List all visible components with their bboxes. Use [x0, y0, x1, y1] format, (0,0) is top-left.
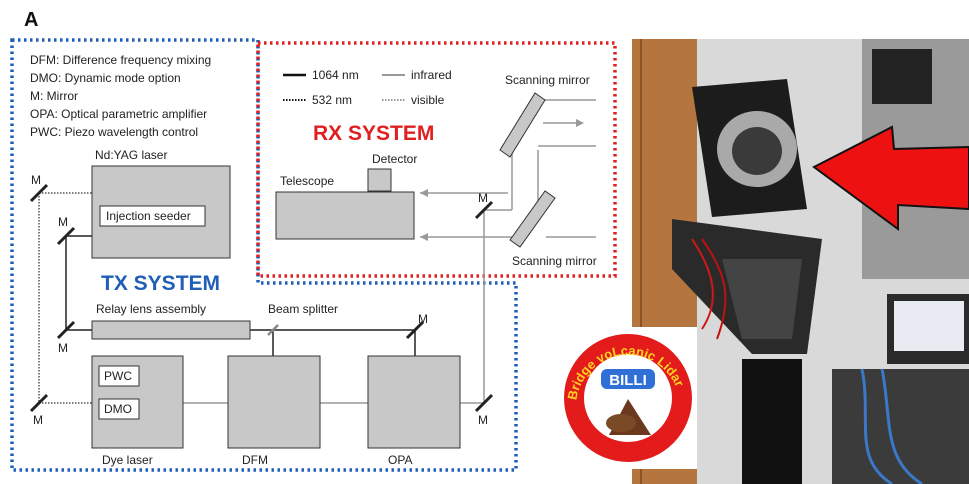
dmo-label: DMO: [104, 402, 132, 416]
injection-seeder-label: Injection seeder: [106, 209, 191, 223]
mirror-4-label: M: [33, 413, 43, 427]
arrowhead-out: [576, 119, 584, 127]
logo-creature: [606, 414, 636, 432]
opa-label: OPA: [388, 453, 412, 467]
mirror-6-label: M: [478, 413, 488, 427]
dfm-box: [228, 356, 320, 448]
legend-dfm: DFM: Difference frequency mixing: [30, 53, 211, 67]
scanning-mirror-bottom-label: Scanning mirror: [512, 254, 597, 268]
telescope-label: Telescope: [280, 174, 334, 188]
billi-logo: Bridge voLcanic Lidar BILLI: [559, 327, 697, 469]
scanning-mirror-top-label: Scanning mirror: [505, 73, 590, 87]
scanner-mirror-inner: [732, 127, 782, 175]
pwc-label: PWC: [104, 369, 132, 383]
opa-box: [368, 356, 460, 448]
dfm-label: DFM: [242, 453, 268, 467]
panel-a-label: A: [24, 9, 38, 31]
dye-laser-label: Dye laser: [102, 453, 153, 467]
mirror-1: [31, 185, 47, 201]
bench: [832, 369, 969, 484]
mirror-3-label: M: [58, 341, 68, 355]
rack-monitor: [872, 49, 932, 104]
dye-laser: PWC DMO Dye laser: [92, 356, 183, 467]
laptop-screen: [894, 301, 964, 351]
relay-label: Relay lens assembly: [96, 302, 206, 316]
scanning-mirror-bottom: [510, 191, 555, 247]
mirror-2-label: M: [58, 215, 68, 229]
rx-system-title: RX SYSTEM: [313, 122, 434, 145]
legend-pwc: PWC: Piezo wavelength control: [30, 125, 198, 139]
telescope-box: [276, 192, 414, 239]
detector: Detector: [368, 152, 417, 191]
opa-block: OPA: [368, 356, 460, 467]
legend-opa: OPA: Optical parametric amplifier: [30, 107, 207, 121]
key-label-532: 532 nm: [312, 93, 352, 107]
logo-acronym: BILLI: [609, 372, 647, 389]
key-label-infrared: infrared: [411, 68, 452, 82]
nd-yag-laser: Nd:YAG laser Injection seeder: [92, 148, 230, 258]
mirror-7-label: M: [478, 191, 488, 205]
arrowhead-return-bottom: [420, 233, 428, 241]
beam-splitter-label: Beam splitter: [268, 302, 338, 316]
legend-m: M: Mirror: [30, 89, 78, 103]
key-label-visible: visible: [411, 93, 445, 107]
detector-box: [368, 169, 391, 191]
support-stand: [742, 359, 802, 484]
relay-lens-assembly: Relay lens assembly: [92, 302, 250, 339]
key-label-1064: 1064 nm: [312, 68, 359, 82]
mirror-5-label: M: [418, 312, 428, 326]
scanning-mirror-top: [500, 93, 545, 157]
telescope: Telescope: [276, 174, 414, 239]
legend-dmo: DMO: Dynamic mode option: [30, 71, 181, 85]
nd-yag-label: Nd:YAG laser: [95, 148, 167, 162]
tx-system-title: TX SYSTEM: [101, 272, 220, 295]
arrowhead-return-top: [420, 189, 428, 197]
line-key: 1064 nm 532 nm infrared visible: [283, 68, 452, 107]
dfm-block: DFM: [228, 356, 320, 467]
panel-a-diagram: A DFM: Difference frequency mixing DMO: …: [0, 0, 632, 484]
mirror-1-label: M: [31, 173, 41, 187]
relay-box: [92, 321, 250, 339]
detector-label: Detector: [372, 152, 417, 166]
